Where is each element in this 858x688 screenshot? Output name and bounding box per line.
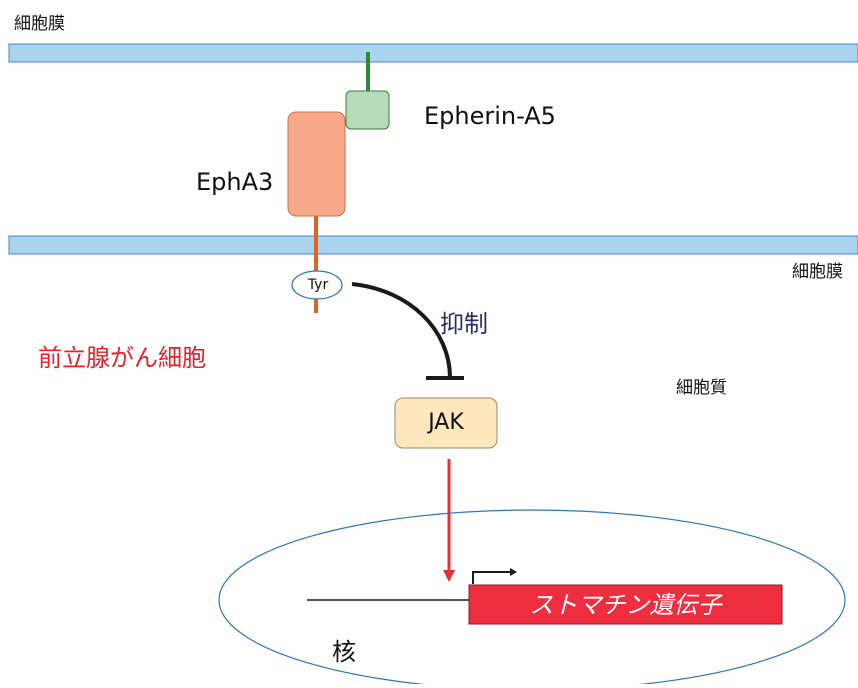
cytoplasm-label: 細胞質 — [676, 378, 727, 398]
epha3-label: EphA3 — [196, 168, 274, 196]
activation-arrow-head — [443, 570, 455, 582]
promoter-arrow-head — [510, 568, 517, 576]
jak-label: JAK — [428, 410, 464, 435]
nucleus — [218, 509, 846, 688]
jak-box — [394, 397, 498, 449]
ephrin-a5-ligand — [345, 90, 390, 130]
tyr-residue — [291, 270, 343, 300]
promoter-arrow — [472, 571, 512, 584]
bottom-membrane — [8, 235, 858, 255]
ephrin-label: Epherin-A5 — [424, 102, 556, 130]
epha3-receptor — [287, 111, 346, 217]
tyr-label: Tyr — [307, 277, 329, 293]
top-membrane-label: 細胞膜 — [14, 14, 65, 34]
stomatin-gene — [468, 584, 783, 625]
top-membrane — [8, 43, 858, 63]
nucleus-label: 核 — [332, 638, 356, 666]
prostate-cancer-cell-label: 前立腺がん細胞 — [38, 344, 206, 372]
stomatin-gene-label: ストマチン遺伝子 — [529, 590, 722, 619]
bottom-membrane-label: 細胞膜 — [792, 262, 843, 282]
inhibition-curve — [351, 282, 452, 379]
inhibit-label: 抑制 — [440, 310, 488, 338]
